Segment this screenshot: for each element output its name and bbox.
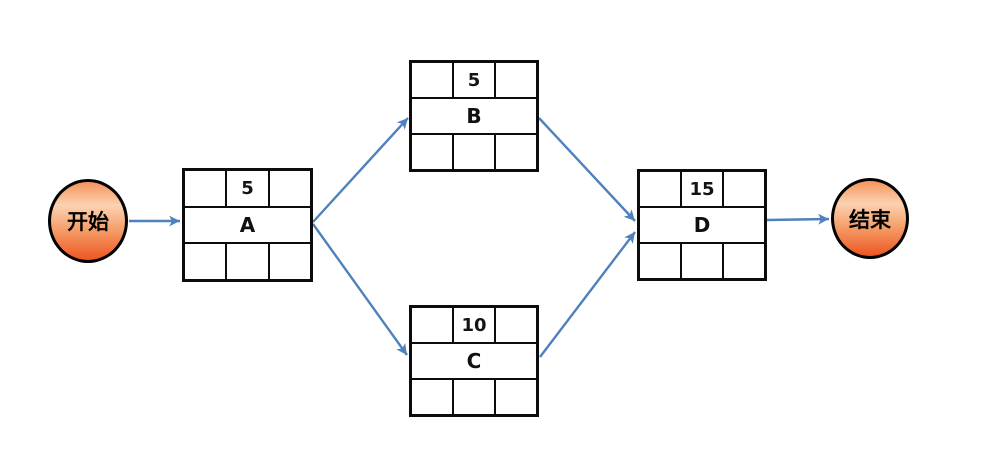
task-b-ef-cell — [494, 63, 536, 97]
task-a-bottom-row — [185, 242, 310, 280]
task-d-slack-cell — [680, 244, 722, 278]
arrow-D-to-end — [766, 213, 830, 225]
task-d-ls-cell — [640, 244, 680, 278]
task-c-label: C — [412, 342, 536, 378]
task-a-ls-cell — [185, 244, 225, 279]
start-node-label: 开始 — [67, 210, 109, 234]
task-a-duration-cell: 5 — [225, 171, 267, 206]
task-b-ls-cell — [412, 135, 452, 169]
task-a-label: A — [185, 205, 310, 243]
task-c-top-row: 10 — [412, 308, 536, 342]
task-d-lf-cell — [722, 244, 764, 278]
task-d-ef-cell — [722, 172, 764, 206]
arrow-B-to-D — [538, 117, 636, 222]
task-d-top-row: 15 — [640, 172, 764, 206]
task-b-label: B — [412, 97, 536, 133]
task-node-b: 5 B — [409, 60, 539, 172]
task-b-es-cell — [412, 63, 452, 97]
task-node-a: 5 A — [182, 168, 313, 282]
task-a-top-row: 5 — [185, 171, 310, 206]
task-b-slack-cell — [452, 135, 494, 169]
arrow-A-to-C — [312, 223, 408, 356]
task-d-label: D — [640, 206, 764, 242]
task-d-duration-cell: 15 — [680, 172, 722, 206]
task-d-es-cell — [640, 172, 680, 206]
task-b-duration-cell: 5 — [452, 63, 494, 97]
task-c-lf-cell — [494, 380, 536, 414]
task-a-lf-cell — [267, 244, 310, 280]
task-d-bottom-row — [640, 242, 764, 278]
task-b-lf-cell — [494, 135, 536, 169]
task-b-bottom-row — [412, 133, 536, 169]
task-a-es-cell — [185, 171, 225, 206]
start-node: 开始 — [48, 179, 128, 263]
task-c-ls-cell — [412, 380, 452, 414]
task-c-es-cell — [412, 308, 452, 342]
task-node-c: 10 C — [409, 305, 539, 417]
end-node-label: 结束 — [849, 207, 891, 232]
arrow-A-to-B — [312, 117, 409, 223]
end-node: 结束 — [831, 178, 909, 259]
task-c-bottom-row — [412, 378, 536, 414]
task-c-slack-cell — [452, 380, 494, 414]
arrow-C-to-D — [539, 231, 636, 358]
task-a-ef-cell — [267, 171, 310, 206]
task-b-top-row: 5 — [412, 63, 536, 97]
task-node-d: 15 D — [637, 169, 767, 281]
task-a-slack-cell — [225, 244, 267, 280]
task-c-ef-cell — [494, 308, 536, 342]
task-c-duration-cell: 10 — [452, 308, 494, 342]
